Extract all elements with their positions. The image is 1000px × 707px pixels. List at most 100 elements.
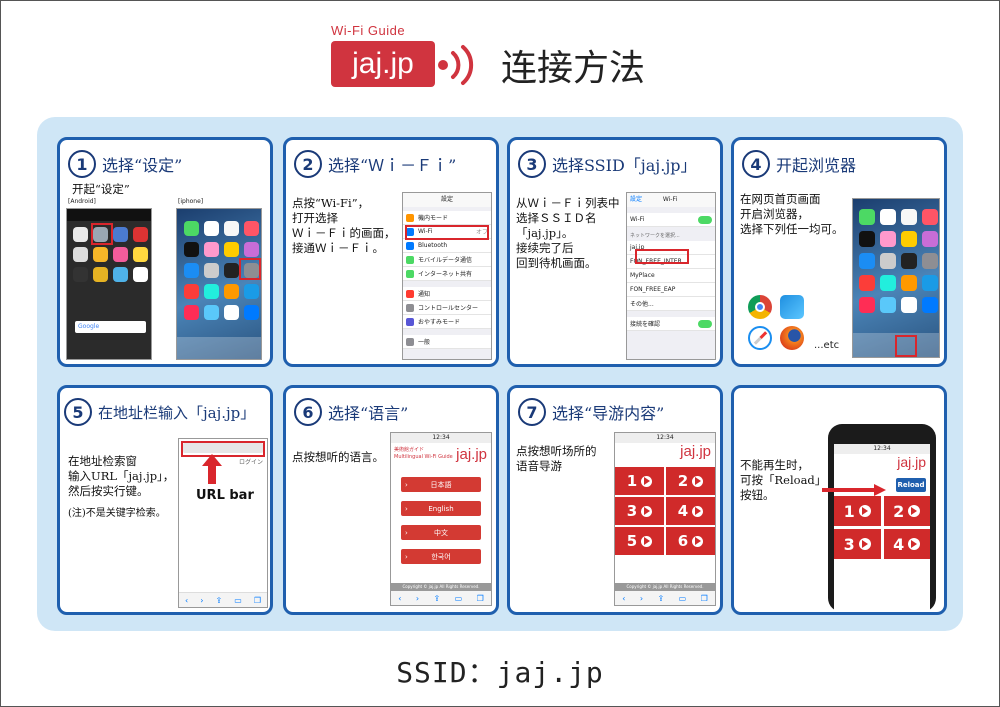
tabs-icon[interactable]: ❐ [476, 593, 484, 603]
safari-dock-highlight [895, 335, 917, 357]
share-icon[interactable]: ⇪ [657, 593, 665, 603]
browser-toolbar: ‹ › ⇪ ▭ ❐ [391, 591, 491, 605]
back-arrow-icon[interactable]: ‹ [185, 595, 189, 605]
google-search-bar[interactable]: Google [75, 321, 146, 333]
guide-tile-3[interactable]: 3 [615, 497, 664, 525]
tabs-icon[interactable]: ❐ [253, 595, 261, 605]
step-3-desc: 从Ｗｉ－Ｆｉ列表中 选择ＳＳＩＤ名 「jaj.jp」。 接续完了后 回到待机画面… [516, 196, 620, 270]
address-bar[interactable] [183, 443, 263, 453]
step-4-desc: 在网页首页画面 开启浏览器， 选择下列任一均可。 [740, 192, 844, 236]
settings-general-row[interactable]: 一般 [403, 335, 491, 349]
bookmarks-icon[interactable]: ▭ [234, 595, 242, 605]
page-title: 连接方法 [501, 48, 646, 89]
guide-tile-6[interactable]: 6 [666, 527, 715, 555]
forward-arrow-icon[interactable]: › [200, 595, 204, 605]
settings-hotspot-row[interactable]: インターネット共有 [403, 267, 491, 281]
back-arrow-icon[interactable]: ‹ [398, 593, 402, 603]
language-korean-button[interactable]: ›한국어 [401, 549, 481, 564]
network-jaj-jp[interactable]: jaj.jp [627, 241, 715, 255]
ask-toggle[interactable] [698, 319, 712, 328]
step-7-card: 7 选择“导游内容” 点按想听场所的 语音导游 12:34 jaj.jp 1 2 … [507, 385, 723, 615]
status-time: 12:34 [615, 433, 715, 443]
step-6-number: 6 [294, 398, 322, 426]
language-english-button[interactable]: ›English [401, 501, 481, 516]
play-icon [641, 535, 653, 547]
safari-icon[interactable] [748, 326, 772, 350]
back-arrow-icon[interactable]: ‹ [622, 593, 626, 603]
step-1-number: 1 [68, 150, 96, 178]
guide-tile-2[interactable]: 2 [883, 496, 930, 526]
guide-tile-grid: 1 2 3 4 [834, 496, 930, 559]
ios-wifi-list-screenshot: 設定 Wi-Fi Wi-Fi ネットワークを選択... jaj.jp FON_F… [626, 192, 716, 360]
site-subtitle: Multilingual Wi-Fi Guide [394, 454, 453, 460]
network-other[interactable]: その他... [627, 297, 715, 311]
reload-button[interactable]: Reload [896, 478, 926, 492]
browser-etc-label: ...etc [814, 340, 840, 351]
guide-tile-4[interactable]: 4 [666, 497, 715, 525]
forward-arrow-icon[interactable]: › [639, 593, 644, 603]
step-8-desc: 不能再生时， 可按「Reload」 按钮。 [740, 458, 827, 502]
step-7-number: 7 [518, 398, 546, 426]
site-logo: jaj.jp [456, 446, 487, 463]
status-time: 12:34 [834, 444, 930, 454]
jaj-network-highlight [635, 249, 689, 264]
ssid-footer: SSID：jaj.jp [396, 656, 604, 689]
logo-caption: Wi-Fi Guide [331, 23, 406, 38]
settings-cellular-row[interactable]: モバイルデータ通信 [403, 253, 491, 267]
iphone-settings-highlight [239, 258, 261, 280]
site-caption: 美術館ガイド [394, 447, 425, 453]
guide-tile-4[interactable]: 4 [883, 529, 930, 559]
up-arrow-icon [202, 454, 222, 484]
play-icon [692, 505, 704, 517]
guide-tile-1[interactable]: 1 [615, 467, 664, 495]
bookmarks-icon[interactable]: ▭ [678, 593, 687, 603]
guide-content-screenshot: 12:34 jaj.jp 1 2 3 4 5 6 Copyright © jaj… [614, 432, 716, 606]
step-7-desc: 点按想听场所的 语音导游 [516, 444, 597, 473]
share-icon[interactable]: ⇪ [215, 595, 223, 605]
settings-airplane-row[interactable]: 機内モード [403, 211, 491, 225]
step-4-title: 开起浏览器 [776, 156, 857, 175]
settings-screen-title: 設定 [403, 193, 491, 207]
play-icon [858, 505, 871, 517]
browser-toolbar: ‹ › ⇪ ▭ ❐ [615, 591, 715, 605]
settings-notifications-row[interactable]: 通知 [403, 287, 491, 301]
step-4-number: 4 [742, 150, 770, 178]
network-list-header: ネットワークを選択... [630, 233, 680, 239]
ask-to-join-row[interactable]: 接続を確認 [627, 317, 715, 331]
url-bar-label: URL bar [194, 488, 256, 503]
copyright-bar: Copyright © jaj.jp All Rights Reserved. [615, 583, 715, 591]
android-settings-highlight [91, 223, 113, 245]
play-icon [641, 475, 653, 487]
network-fon-free-eap[interactable]: FON_FREE_EAP [627, 283, 715, 297]
firefox-icon[interactable] [780, 326, 804, 350]
play-icon [641, 505, 653, 517]
step-7-title: 选择“导游内容” [552, 404, 665, 423]
guide-tile-5[interactable]: 5 [615, 527, 664, 555]
back-button[interactable]: 設定 [630, 196, 643, 203]
wifi-toggle-row[interactable]: Wi-Fi [627, 213, 715, 227]
network-myplace[interactable]: MyPlace [627, 269, 715, 283]
network-fon-free-inter[interactable]: FON_FREE_INTER... [627, 255, 715, 269]
wifi-toggle[interactable] [698, 215, 712, 224]
guide-tile-3[interactable]: 3 [834, 529, 881, 559]
settings-dnd-row[interactable]: おやすみモード [403, 315, 491, 329]
wifi-status-value: オフ [475, 229, 488, 236]
tabs-icon[interactable]: ❐ [700, 593, 708, 603]
guide-tile-1[interactable]: 1 [834, 496, 881, 526]
forward-arrow-icon[interactable]: › [415, 593, 420, 603]
language-japanese-button[interactable]: ›日本語 [401, 477, 481, 492]
share-icon[interactable]: ⇪ [433, 593, 441, 603]
globe-browser-icon[interactable] [780, 295, 804, 319]
settings-bluetooth-row[interactable]: Bluetooth [403, 239, 491, 253]
settings-control-center-row[interactable]: コントロールセンター [403, 301, 491, 315]
step-3-title: 选择SSID「jaj.jp」 [552, 156, 697, 175]
chrome-icon[interactable] [748, 295, 772, 319]
language-chinese-button[interactable]: ›中文 [401, 525, 481, 540]
guide-tile-2[interactable]: 2 [666, 467, 715, 495]
iphone-home-screenshot [176, 208, 262, 360]
site-logo: jaj.jp [680, 443, 711, 460]
bookmarks-icon[interactable]: ▭ [454, 593, 463, 603]
site-logo: jaj.jp [897, 454, 926, 470]
iphone-dock [177, 337, 261, 359]
